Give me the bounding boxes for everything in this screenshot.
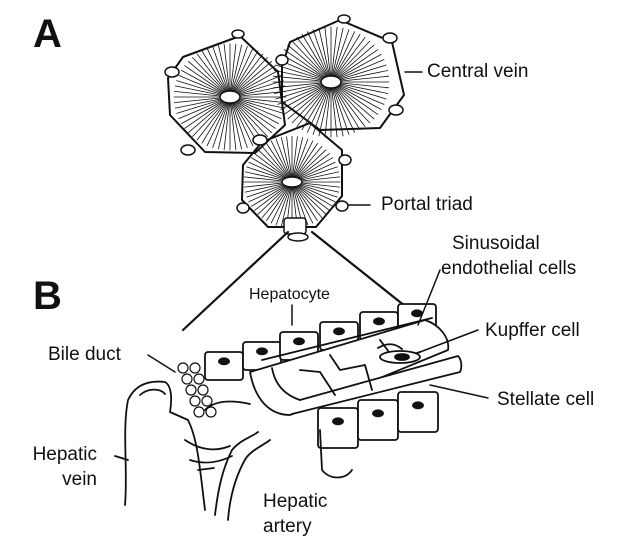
lobule-ray xyxy=(331,82,355,132)
zoom-line-left xyxy=(183,232,288,330)
lobule-ray xyxy=(207,97,230,146)
hepatocyte-nucleus xyxy=(413,402,423,408)
lobule-ray xyxy=(230,48,253,97)
hepatocyte-nucleus xyxy=(294,338,304,344)
label-hepatic-vein-line1: Hepatic xyxy=(7,443,97,466)
hepatocyte-nucleus xyxy=(373,410,383,416)
bile-duct-cell xyxy=(190,396,200,406)
leader-bile-duct xyxy=(148,355,175,372)
bile-duct-cell xyxy=(194,407,204,417)
lobule-ray xyxy=(331,32,355,82)
hepatocyte-block xyxy=(358,400,398,440)
label-portal-triad: Portal triad xyxy=(381,193,473,216)
bile-duct-cell xyxy=(198,385,208,395)
hepatocyte-nucleus xyxy=(412,310,422,316)
bile-duct-cell xyxy=(190,363,200,373)
label-hepatic-artery-line2: artery xyxy=(263,515,312,538)
hepatocyte-block xyxy=(205,352,243,380)
label-central-vein: Central vein xyxy=(427,60,528,83)
hepatocyte-block xyxy=(398,392,438,432)
label-sinusoidal-line1: Sinusoidal xyxy=(452,232,540,255)
bile-duct-cell xyxy=(194,374,204,384)
hepatocyte-nucleus xyxy=(219,358,229,364)
lobule-ray xyxy=(207,48,230,97)
bile-duct-cell xyxy=(186,385,196,395)
bile-duct-cell xyxy=(182,374,192,384)
lobule-ray xyxy=(230,97,253,146)
label-stellate-cell: Stellate cell xyxy=(497,388,594,411)
hepatocyte-block xyxy=(318,408,358,448)
hepatocyte-nucleus xyxy=(334,328,344,334)
hepatocyte-nucleus xyxy=(333,418,343,424)
label-kupffer-cell: Kupffer cell xyxy=(485,319,580,342)
lobule-left xyxy=(168,36,286,153)
label-bile-duct: Bile duct xyxy=(48,343,121,366)
label-hepatic-vein-line2: vein xyxy=(7,468,97,491)
sinusoid-schematic xyxy=(115,304,461,520)
label-sinusoidal-line2: endothelial cells xyxy=(441,257,576,280)
lobule-ray xyxy=(307,32,331,82)
hepatocyte-nucleus xyxy=(257,348,267,354)
label-hepatic-artery-line1: Hepatic xyxy=(263,490,327,513)
bile-duct-cell xyxy=(202,396,212,406)
panel-letter-b: B xyxy=(33,276,62,316)
bile-duct-cell xyxy=(178,363,188,373)
hepatocyte-nucleus xyxy=(374,318,384,324)
panel-letter-a: A xyxy=(33,14,62,54)
label-hepatocyte: Hepatocyte xyxy=(249,285,330,305)
